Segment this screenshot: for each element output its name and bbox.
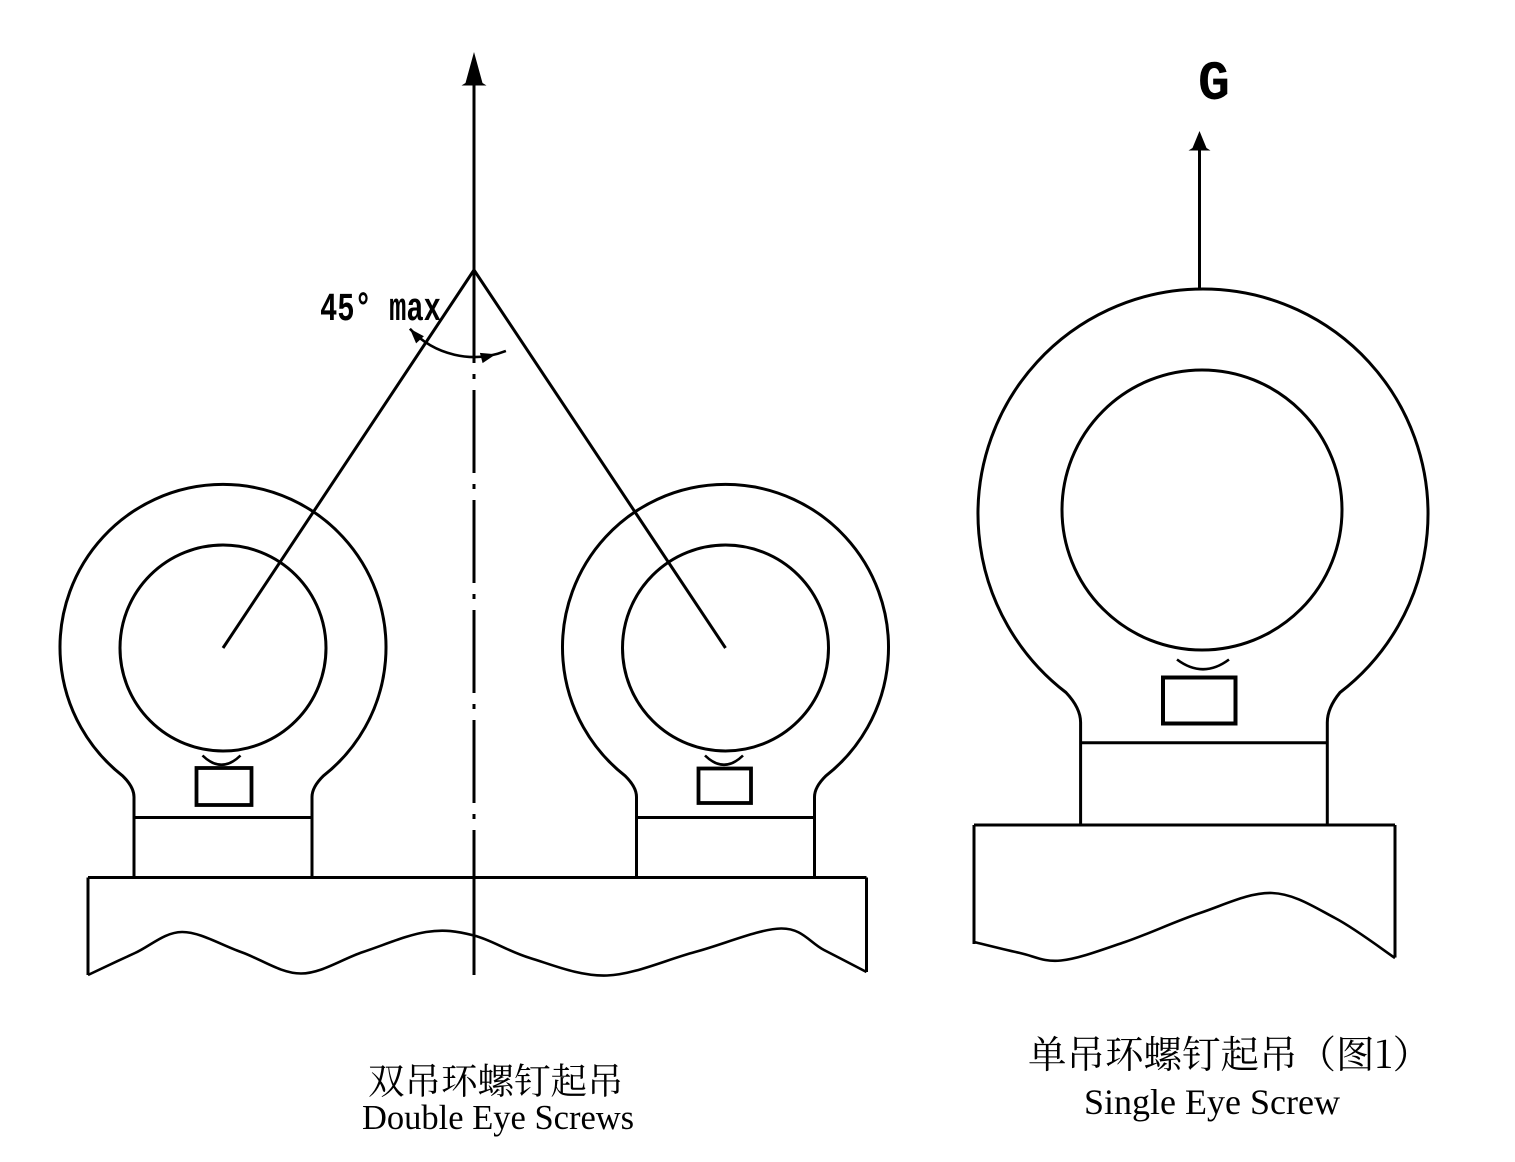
svg-text:45° max: 45° max (320, 288, 441, 333)
svg-text:Double Eye Screws: Double Eye Screws (362, 1099, 634, 1137)
svg-text:G: G (1198, 54, 1230, 117)
svg-text:Single Eye Screw: Single Eye Screw (1084, 1082, 1340, 1122)
